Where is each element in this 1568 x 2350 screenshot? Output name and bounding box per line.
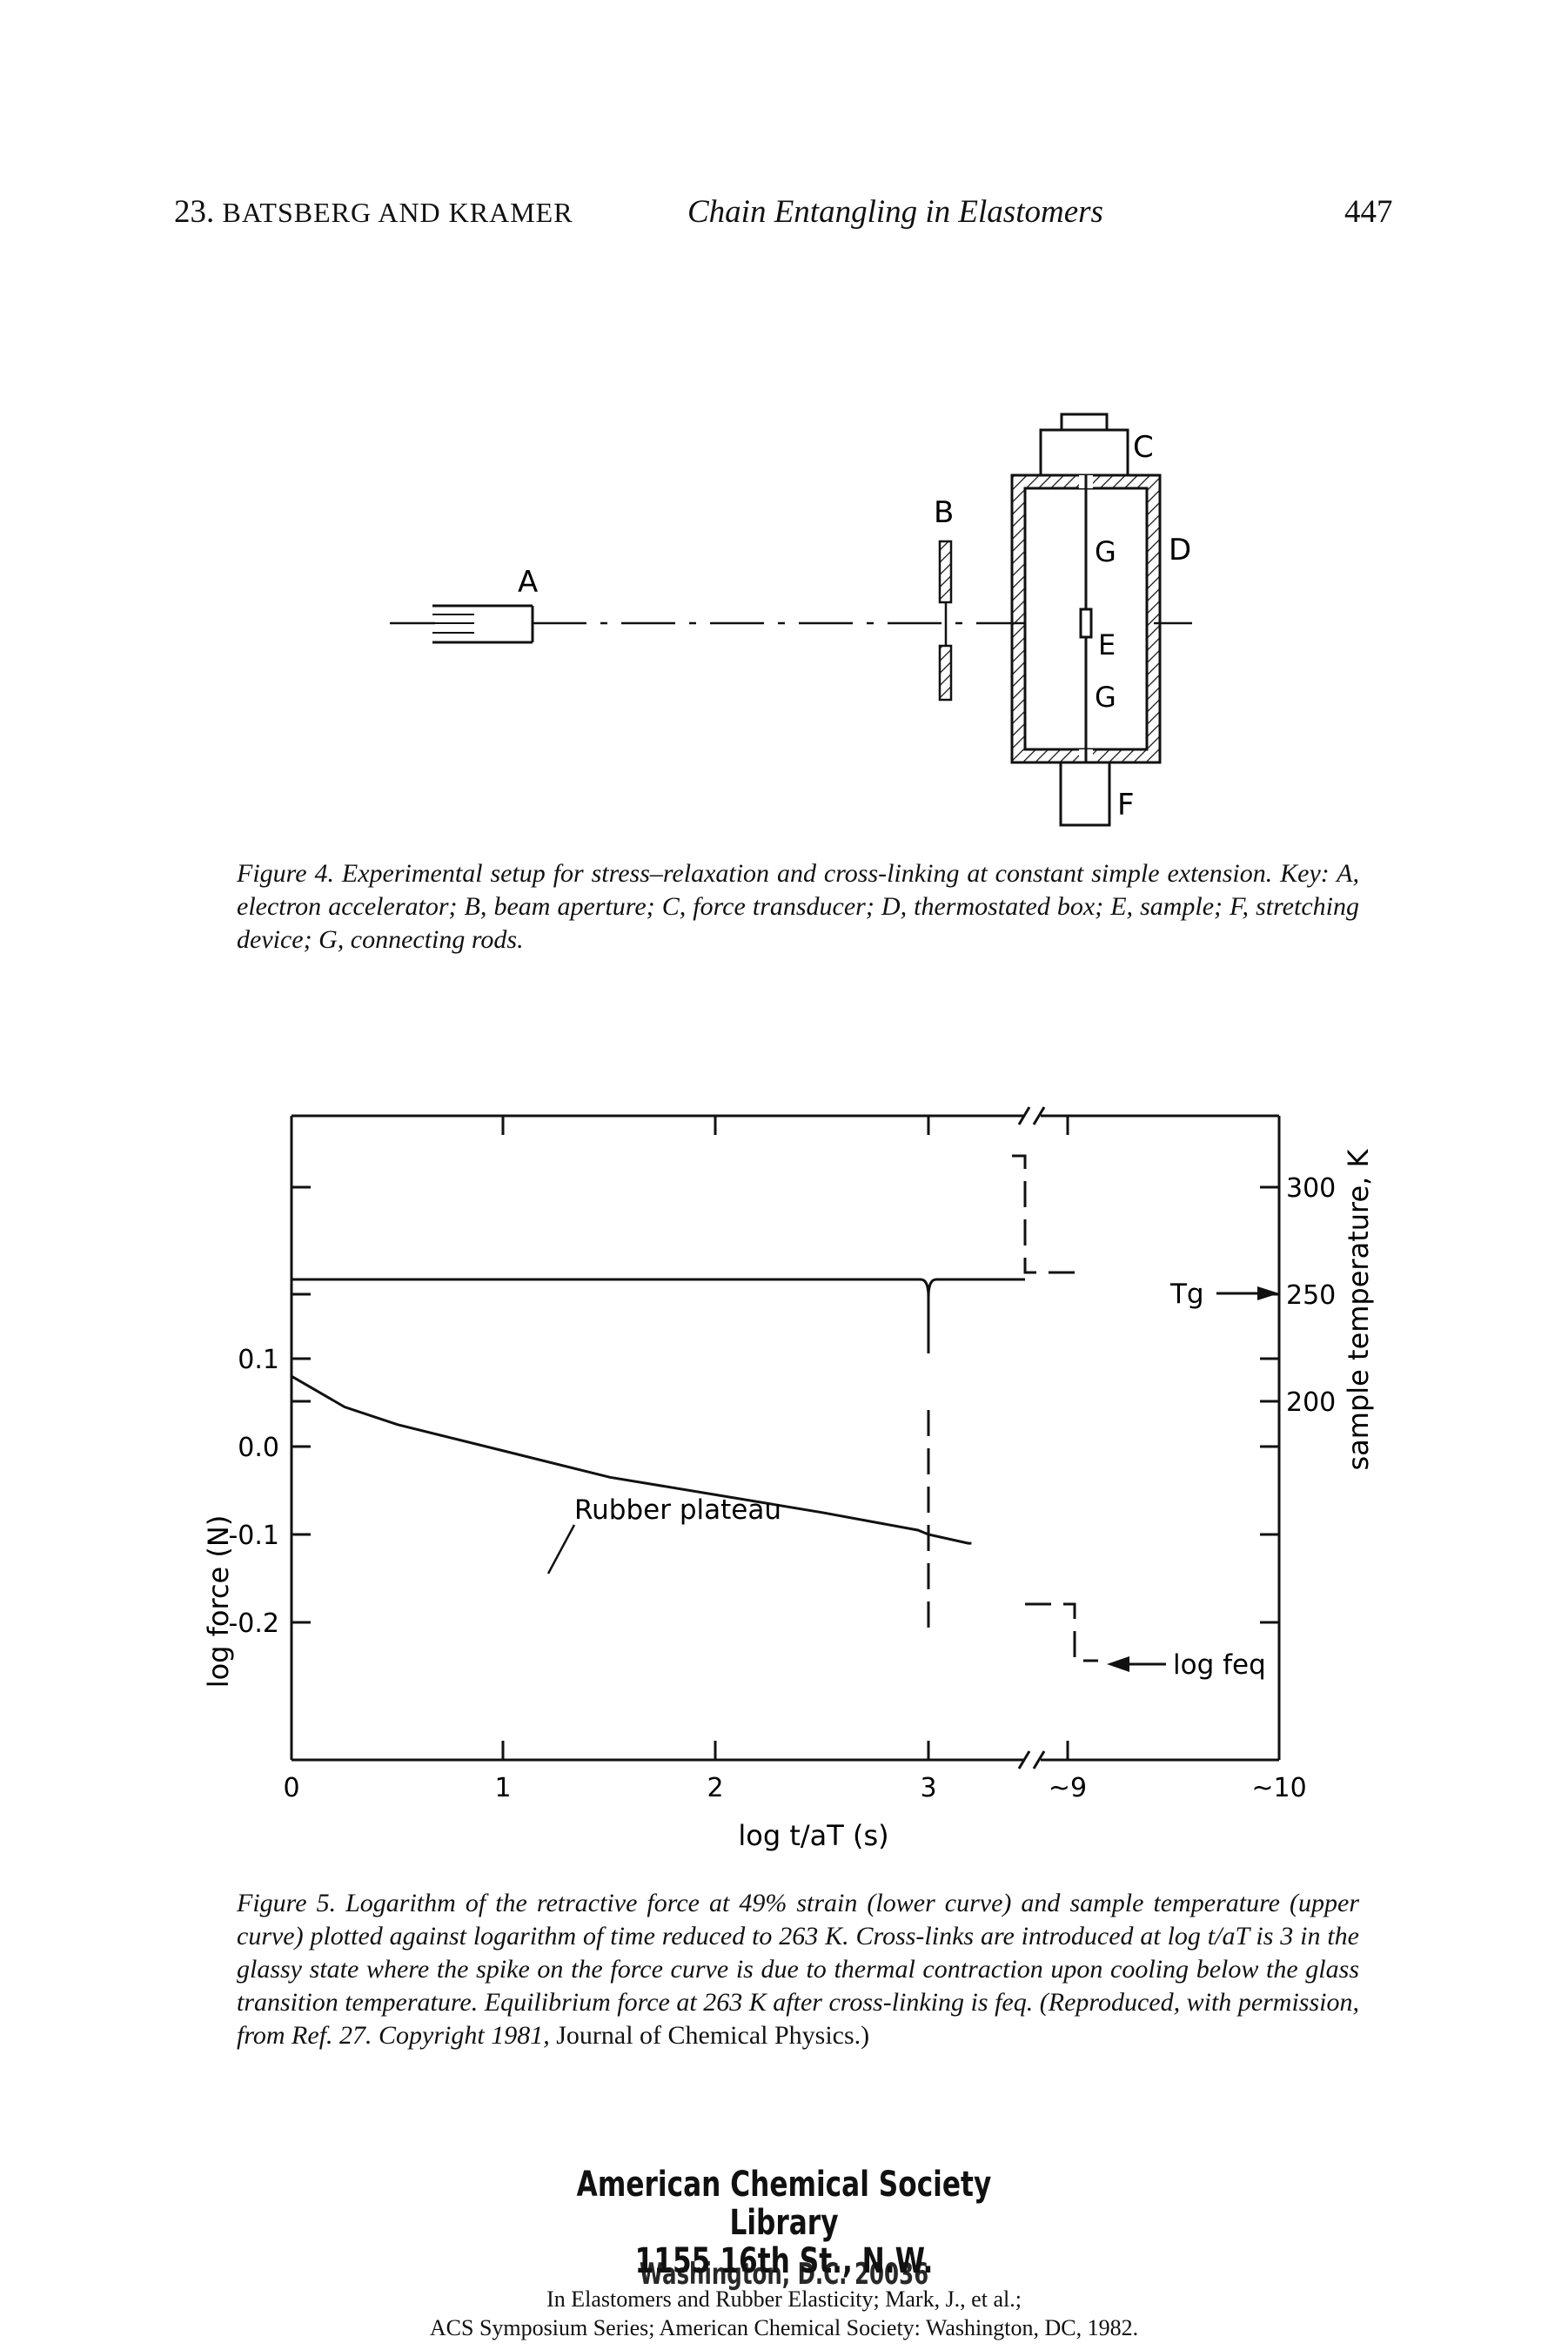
x-tick-label: ~10 [1251,1773,1306,1803]
plot-frame [290,1106,1281,1769]
label-a: A [518,565,538,600]
tg-arrow-head [1257,1286,1279,1300]
temperature-curve [291,1278,1025,1353]
page-number: 447 [1344,194,1393,230]
force-after-crosslink [1025,1602,1098,1662]
citation-footer: In Elastomers and Rubber Elasticity; Mar… [0,2259,1568,2342]
figure-4-caption: Figure 4. Experimental setup for stress–… [237,857,1359,957]
annotation-log-feq: log feq [1173,1649,1266,1681]
figure-5-caption: Figure 5. Logarithm of the retractive fo… [237,1887,1359,2052]
figure-5-caption-lead: Figure 5. [237,1889,337,1917]
y-axis-label-left: log force (N) [202,1515,235,1689]
chapter-number: 23. [174,194,215,230]
y-axis-label-right: sample temperature, K [1342,1148,1375,1470]
axis-labels: 0 1 2 3 ~9 ~10 0.1 0.0 -0.1 -0.2 300 250 200 log forc… [202,1148,1375,1852]
x-tick-label: 1 [494,1773,511,1803]
sample [1079,608,1093,639]
left-tick-label: 0.1 [238,1345,279,1375]
electron-accelerator [432,604,534,644]
label-c: C [1133,430,1154,465]
label-g-bottom: G [1095,681,1116,714]
label-b: B [934,495,954,530]
label-f: F [1117,788,1135,822]
left-tick-label: -0.2 [228,1608,279,1639]
label-g-top: G [1095,535,1116,568]
label-e: E [1098,628,1116,661]
annotation-rubber-plateau: Rubber plateau [574,1494,781,1526]
thermostated-box [1010,473,1162,764]
running-header-title: Chain Entangling in Elastomers [687,194,1103,230]
library-stamp-line-1: American Chemical Society [576,2165,992,2205]
x-tick-label: ~9 [1049,1773,1087,1803]
chapter-authors: BATSBERG AND KRAMER [222,197,573,228]
right-tick-label: 200 [1286,1387,1336,1418]
running-header-chapter: 23. BATSBERG AND KRAMER [174,193,573,231]
label-d: D [1169,533,1191,567]
library-stamp-line-4: Washington, D.C. 20036 [639,2257,929,2292]
axis-break-mark [1032,1106,1046,1125]
left-tick-label: 0.0 [238,1433,279,1463]
library-stamp-line-2: Library [729,2203,839,2243]
annotation-tg: Tg [1169,1279,1204,1310]
figure-5-caption-text: Logarithm of the retractive force at 49%… [237,1889,1359,2050]
footer-line-2: ACS Symposium Series; American Chemical … [429,2315,1139,2340]
x-tick-label: 2 [707,1773,723,1803]
library-stamp-line-3: 1155 16th St., N.W. [634,2241,934,2281]
x-tick-label: 3 [920,1773,936,1803]
footer-line-1: In Elastomers and Rubber Elasticity; Mar… [546,2286,1022,2312]
temperature-after-crosslink [1012,1154,1083,1274]
force-curve [291,1374,972,1545]
axis-ticks [291,1116,1279,1760]
right-tick-label: 300 [1286,1173,1336,1204]
right-tick-label: 250 [1286,1280,1336,1311]
feq-arrow-head [1107,1656,1129,1672]
figure-5-caption-journal: Journal of Chemical Physics.) [556,2021,870,2050]
figure-4-caption-lead: Figure 4. [237,859,334,888]
axis-break-mark [1017,1106,1031,1125]
left-tick-label: -0.1 [228,1521,279,1551]
library-stamp: American Chemical Society Library 1155 1… [0,2165,1568,2280]
x-axis-label: log t/aT (s) [738,1819,888,1852]
data-series [291,1154,1279,1672]
figure-4-caption-text: Experimental setup for stress–relaxation… [237,859,1360,954]
rubber-plateau-pointer [546,1524,576,1574]
beam-aperture [938,540,953,702]
x-tick-label: 0 [283,1773,299,1803]
stretching-device [1059,761,1111,827]
axis-break-mark [1017,1750,1031,1769]
axis-break-mark [1032,1750,1046,1769]
